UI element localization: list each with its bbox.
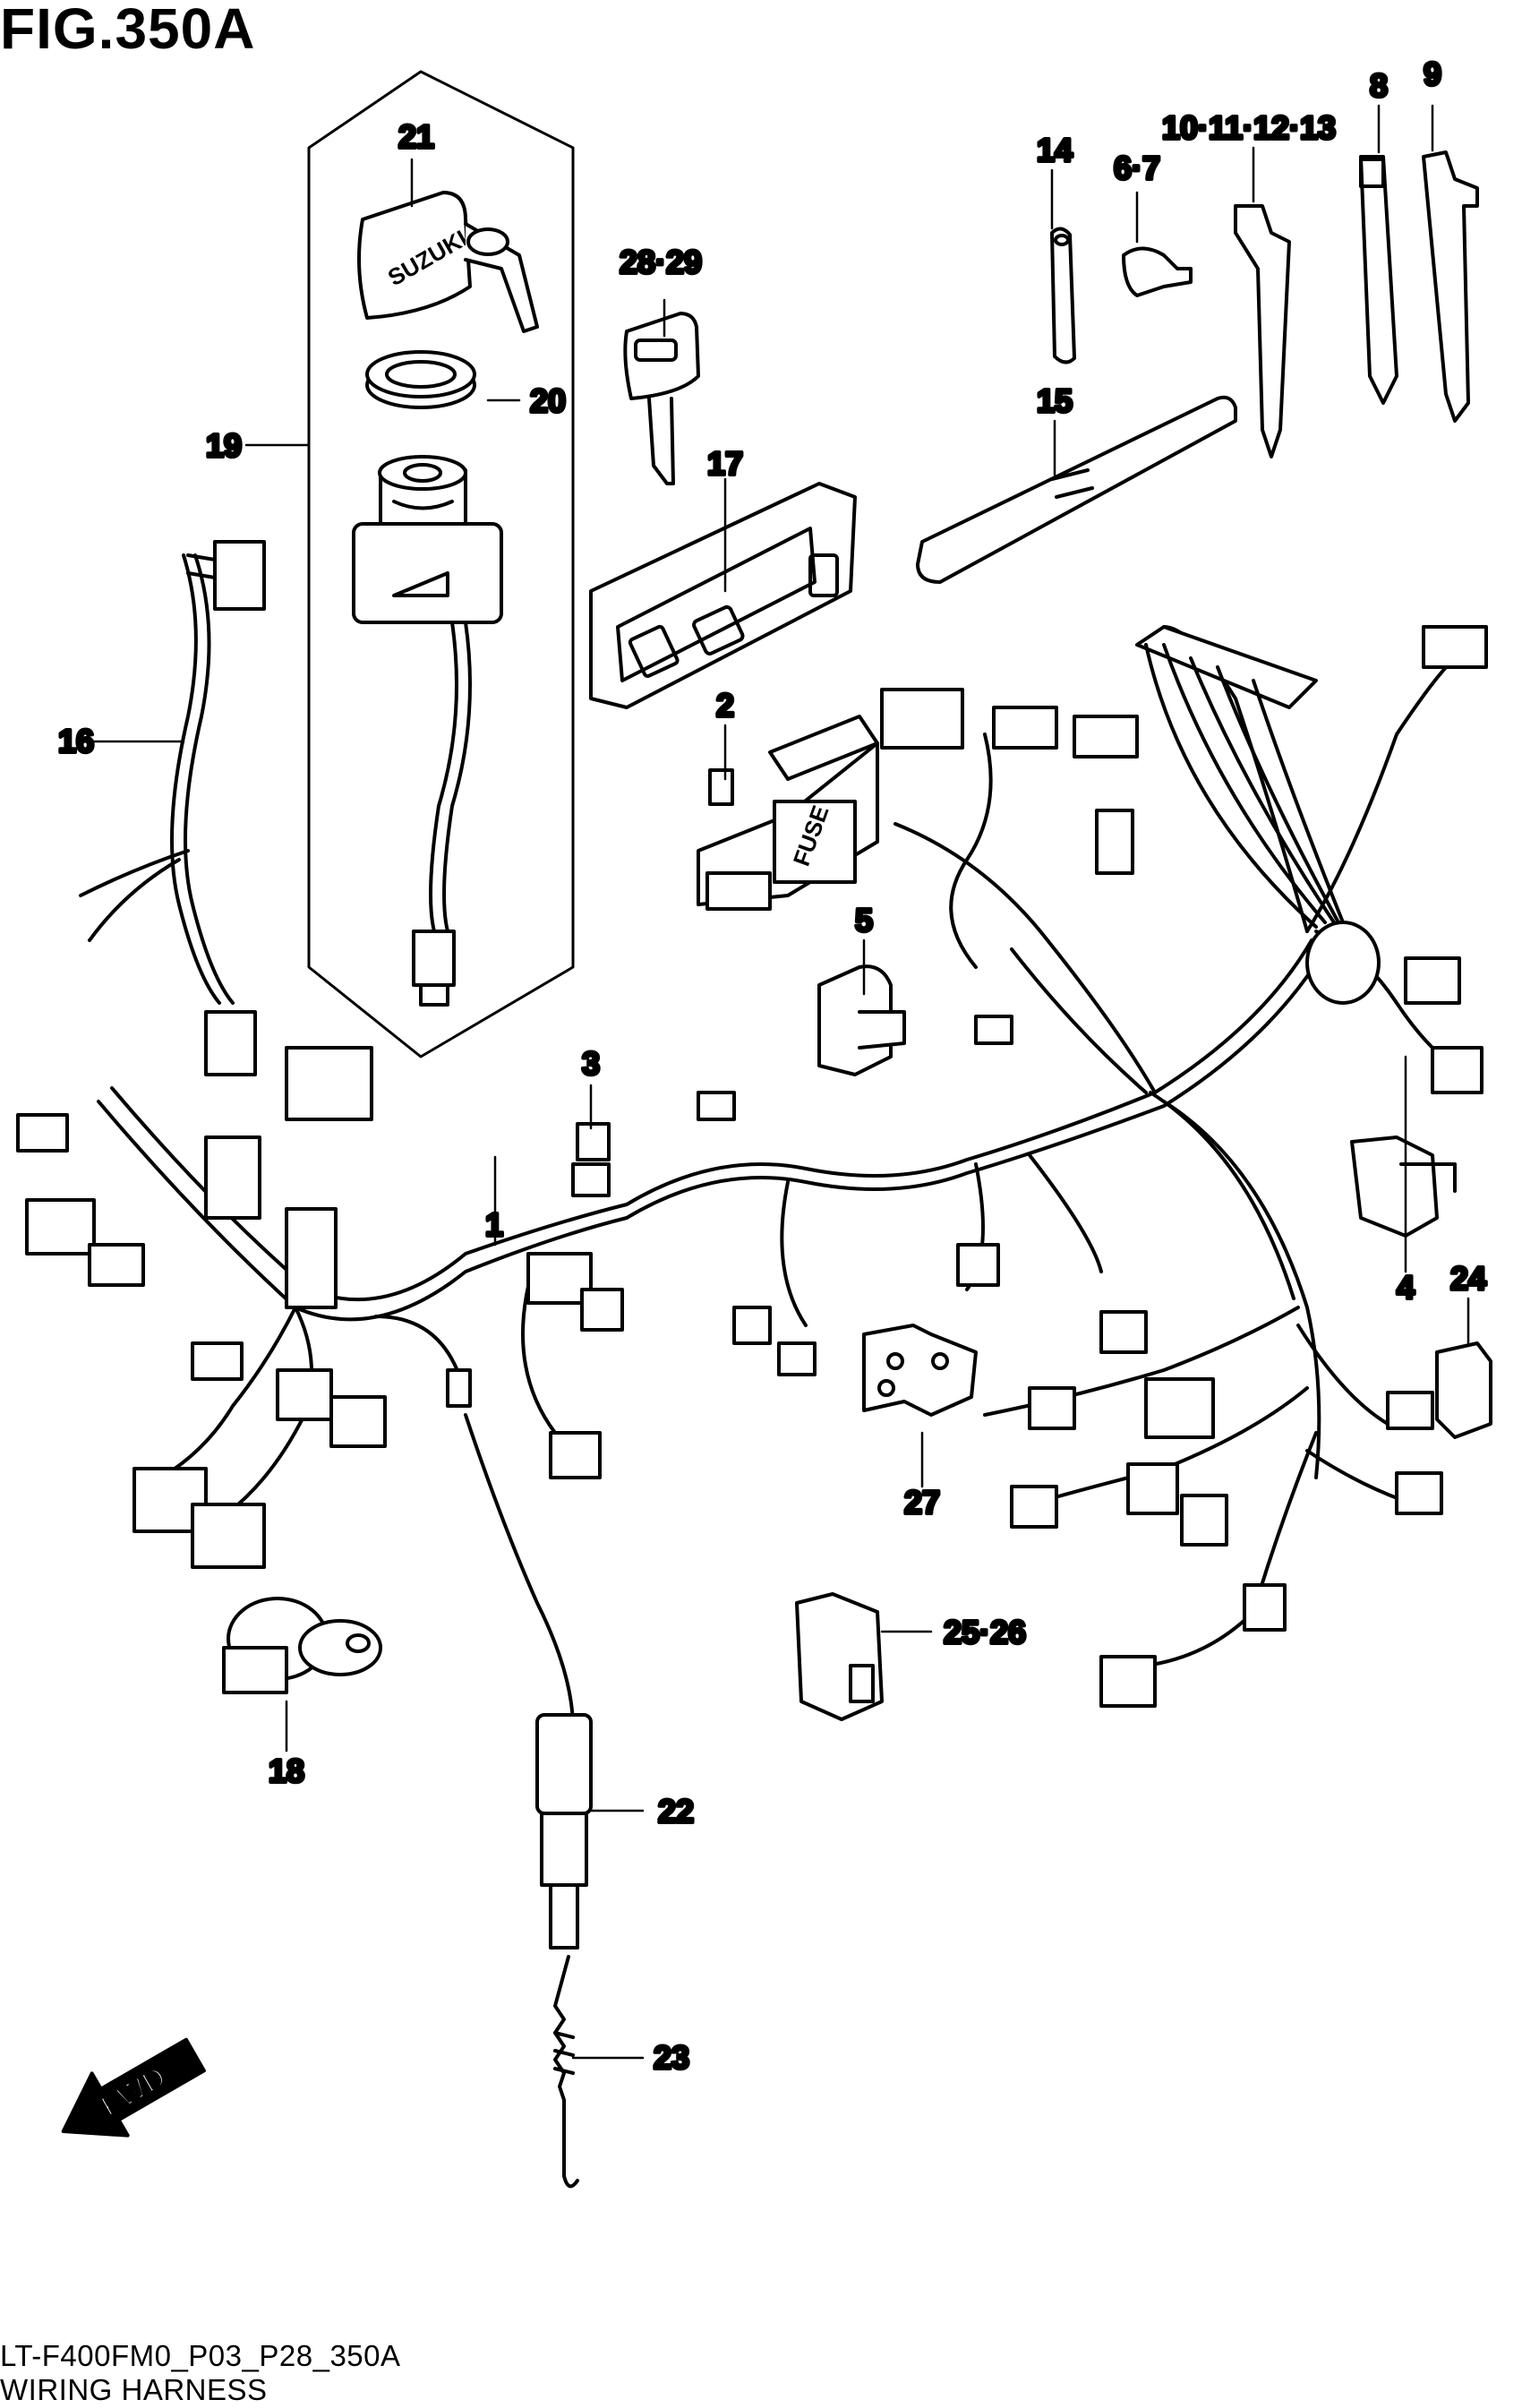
callout-27: 27 [904, 1484, 940, 1521]
callout-10-11-12-13: 10·11·12·13 [1162, 109, 1336, 146]
sub-harness [79, 540, 266, 1076]
main-harness [16, 625, 1488, 1730]
callout-2: 2 [716, 687, 734, 724]
diagram-caption: WIRING HARNESS [0, 2373, 268, 2406]
callout-18: 18 [269, 1752, 304, 1789]
callout-16: 16 [58, 723, 94, 759]
ignition-switch-assembly: SUZUKI [307, 70, 575, 1058]
callout-9: 9 [1424, 56, 1441, 92]
callout-14: 14 [1037, 132, 1073, 168]
callout-24: 24 [1450, 1260, 1486, 1297]
bracket [589, 482, 857, 709]
clamps-and-ties [916, 150, 1479, 584]
callout-23: 23 [654, 2039, 689, 2076]
fuse-box: FUSE [697, 715, 879, 911]
callout-21: 21 [398, 118, 434, 155]
callout-28-29: 28·29 [620, 244, 702, 280]
figure-title: FIG.350A [0, 0, 256, 61]
leader-lines [92, 104, 1470, 2060]
small-parts [222, 964, 1492, 2189]
diagram-code: LT-F400FM0_P03_P28_350A [0, 2339, 401, 2372]
callout-5: 5 [855, 902, 873, 938]
callout-15: 15 [1037, 382, 1073, 419]
spare-key [623, 312, 700, 485]
callout-3: 3 [582, 1045, 600, 1082]
callout-25-26: 25·26 [944, 1614, 1026, 1650]
callout-labels: 1 2 3 4 5 6·7 8 9 10·11·12·13 14 15 16 1… [56, 54, 1488, 2078]
callout-19: 19 [206, 427, 242, 464]
callout-6-7: 6·7 [1114, 150, 1160, 186]
callout-8: 8 [1370, 67, 1388, 104]
callout-4: 4 [1397, 1269, 1415, 1306]
callout-22: 22 [658, 1793, 694, 1830]
callout-1: 1 [485, 1206, 503, 1243]
forward-arrow: FWD [61, 2037, 206, 2138]
callout-17: 17 [707, 445, 743, 482]
callout-20: 20 [530, 382, 566, 419]
